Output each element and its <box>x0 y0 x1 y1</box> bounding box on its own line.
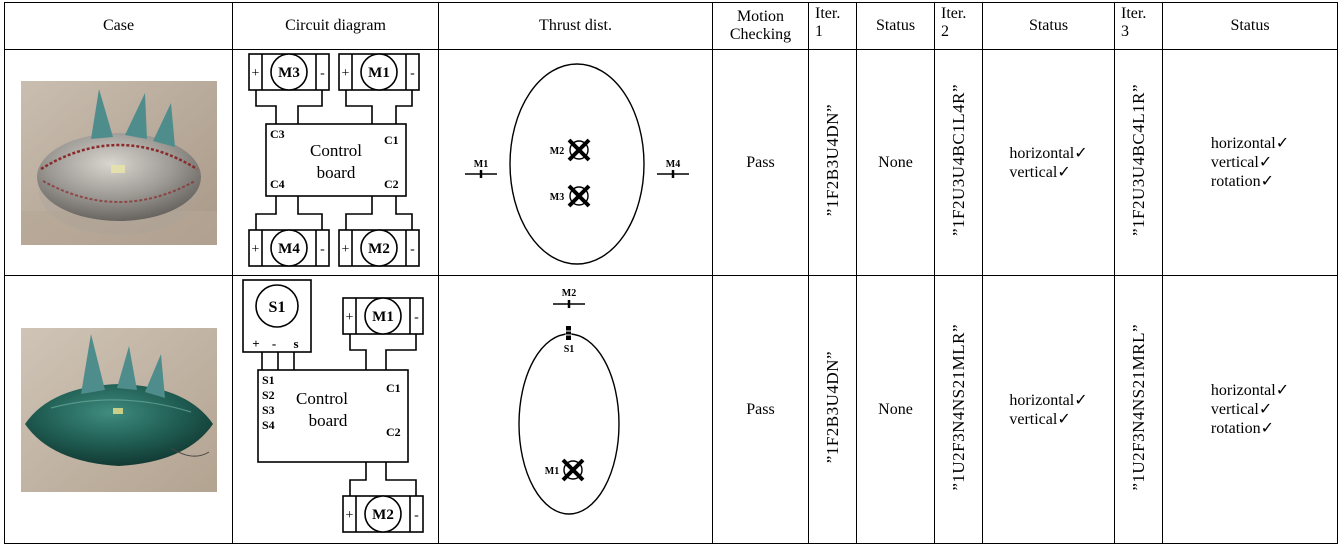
minus-sign: - <box>414 310 419 325</box>
minus-sign: - <box>320 66 325 81</box>
iter-3-value: ”1F2U3U4BC4L1R” <box>1114 49 1163 276</box>
thrust-label: M1 <box>544 466 558 477</box>
iter-3-value: ”1U2F3N4NS21MRL” <box>1114 275 1163 544</box>
iter-2-value: ”1U2F3N4NS21MLR” <box>934 275 983 544</box>
plus-sign: + <box>251 66 259 81</box>
circuit-diagram-four-motor: M3 M1 M4 M2 + - + - + - + - C3 C1 <box>247 53 420 267</box>
blimp-photo-silver <box>20 80 217 245</box>
case-photo-cell <box>4 49 233 276</box>
status-3-value: horizontal✓vertical✓rotation✓ <box>1162 49 1338 276</box>
port-label: C3 <box>270 127 285 141</box>
circuit-diagram-cell: S1 M1 M2 + - s + - + - S1 <box>232 275 439 544</box>
thrust-diagram-four-motor: M1 M2 M3 M4 <box>464 63 689 265</box>
header-row: Case Circuit diagram Thrust dist. Motion… <box>4 2 1338 50</box>
servo-pin-label: + <box>252 336 259 351</box>
plus-sign: + <box>341 66 349 81</box>
header-iter-3: Iter.3 <box>1114 2 1163 50</box>
header-thrust-dist: Thrust dist. <box>438 2 713 50</box>
header-circuit-diagram: Circuit diagram <box>232 2 439 50</box>
port-label: S1 <box>262 373 275 387</box>
thrust-diagram-servo-motor: M2 S1 M1 <box>517 288 620 515</box>
thrust-diagram-cell: M2 S1 M1 <box>438 275 713 544</box>
motor-label: M2 <box>372 507 394 523</box>
board-label: board <box>308 411 347 430</box>
board-label: board <box>316 163 355 182</box>
plus-sign: + <box>341 242 349 257</box>
motor-label: M1 <box>368 65 390 81</box>
case-photo-cell <box>4 275 233 544</box>
port-label: S2 <box>262 388 275 402</box>
board-label: Control <box>310 141 362 160</box>
thrust-label: M2 <box>549 146 563 157</box>
iter-1-value: ”1F2B3U4DN” <box>808 49 857 276</box>
servo-pin-label: - <box>271 336 275 351</box>
board-label: Control <box>296 389 348 408</box>
table-row: M3 M1 M4 M2 + - + - + - + - C3 C1 <box>4 49 1338 276</box>
port-label: C4 <box>270 177 285 191</box>
motor-label: M4 <box>278 241 300 257</box>
port-label: S4 <box>262 418 275 432</box>
status-1-value: None <box>856 49 935 276</box>
motor-label: M3 <box>278 65 300 81</box>
circuit-diagram-servo-motor: S1 M1 M2 + - s + - + - S1 <box>241 279 424 533</box>
port-label: C2 <box>384 177 399 191</box>
circuit-diagram-cell: M3 M1 M4 M2 + - + - + - + - C3 C1 <box>232 49 439 276</box>
servo-pin-label: s <box>293 336 298 351</box>
port-label: S3 <box>262 403 275 417</box>
minus-sign: - <box>320 242 325 257</box>
motion-checking-value: Pass <box>712 275 809 544</box>
header-status-3: Status <box>1162 2 1338 50</box>
thrust-label: M3 <box>549 192 563 203</box>
thrust-label: M2 <box>561 288 575 299</box>
plus-sign: + <box>251 242 259 257</box>
header-iter-1: Iter.1 <box>808 2 857 50</box>
iter-1-value: ”1F2B3U4DN” <box>808 275 857 544</box>
header-status-1: Status <box>856 2 935 50</box>
minus-sign: - <box>410 242 415 257</box>
servo-label: S1 <box>268 299 285 316</box>
results-table: Case Circuit diagram Thrust dist. Motion… <box>4 2 1338 544</box>
thrust-label: M4 <box>665 159 679 170</box>
thrust-label: M1 <box>473 159 487 170</box>
header-iter-2: Iter.2 <box>934 2 983 50</box>
motion-checking-value: Pass <box>712 49 809 276</box>
header-status-2: Status <box>982 2 1115 50</box>
blimp-photo-green <box>20 327 217 492</box>
header-case: Case <box>4 2 233 50</box>
port-label: C1 <box>386 381 401 395</box>
port-label: C2 <box>386 425 401 439</box>
minus-sign: - <box>410 66 415 81</box>
thrust-label: S1 <box>563 344 574 355</box>
thrust-diagram-cell: M1 M2 M3 M4 <box>438 49 713 276</box>
status-3-value: horizontal✓vertical✓rotation✓ <box>1162 275 1338 544</box>
status-2-value: horizontal✓vertical✓ <box>982 49 1115 276</box>
status-2-value: horizontal✓vertical✓ <box>982 275 1115 544</box>
motor-label: M2 <box>368 241 390 257</box>
plus-sign: + <box>345 508 353 523</box>
iter-2-value: ”1F2U3U4BC1L4R” <box>934 49 983 276</box>
minus-sign: - <box>414 508 419 523</box>
motor-label: M1 <box>372 309 394 325</box>
port-label: C1 <box>384 133 399 147</box>
table-row: S1 M1 M2 + - s + - + - S1 <box>4 275 1338 544</box>
plus-sign: + <box>345 310 353 325</box>
status-1-value: None <box>856 275 935 544</box>
